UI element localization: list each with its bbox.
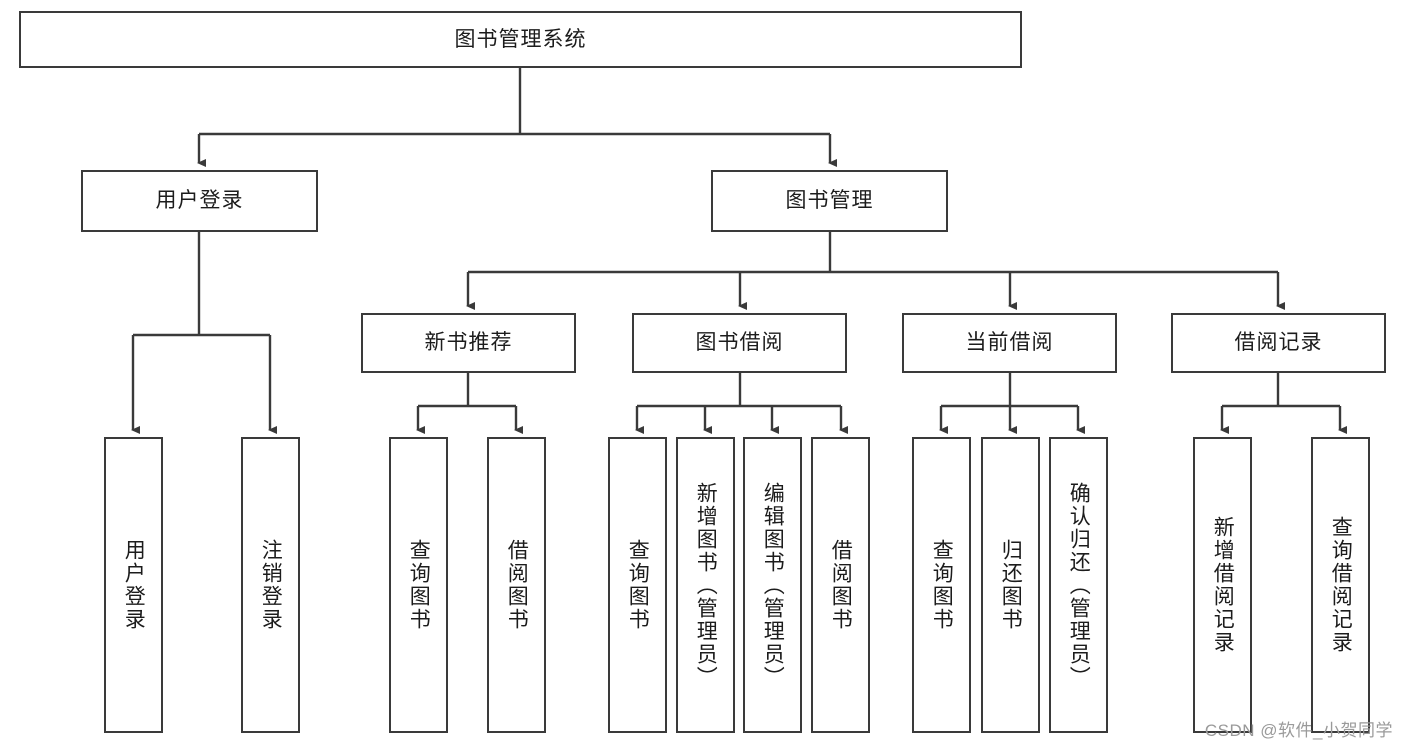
node-book-borrow-label: 图书借阅	[695, 331, 784, 355]
node-leaf-query-book-3[interactable]: 查询图书	[912, 437, 971, 733]
node-leaf-return-book[interactable]: 归还图书	[981, 437, 1040, 733]
node-leaf-query-record-label: 查询借阅记录	[1329, 516, 1353, 654]
node-leaf-add-record[interactable]: 新增借阅记录	[1193, 437, 1252, 733]
node-leaf-user-logout[interactable]: 注销登录	[241, 437, 300, 733]
node-leaf-add-record-label: 新增借阅记录	[1211, 516, 1235, 654]
node-leaf-borrow-book-1-label: 借阅图书	[505, 539, 529, 631]
node-book-manage[interactable]: 图书管理	[711, 170, 948, 232]
node-borrow-record-label: 借阅记录	[1234, 331, 1323, 355]
node-leaf-user-login[interactable]: 用户登录	[104, 437, 163, 733]
node-leaf-query-book-3-label: 查询图书	[930, 539, 954, 631]
node-leaf-confirm-return-label: 确认归还（管理员）	[1067, 481, 1091, 689]
node-leaf-query-book-1-label: 查询图书	[407, 539, 431, 631]
node-leaf-add-book-label: 新增图书（管理员）	[694, 481, 718, 689]
node-leaf-return-book-label: 归还图书	[999, 539, 1023, 631]
node-root-label: 图书管理系统	[454, 27, 587, 51]
node-leaf-edit-book-label: 编辑图书（管理员）	[761, 481, 785, 689]
node-leaf-query-book-2-label: 查询图书	[626, 539, 650, 631]
node-user-login[interactable]: 用户登录	[81, 170, 318, 232]
node-leaf-query-book-2[interactable]: 查询图书	[608, 437, 667, 733]
watermark: CSDN @软件_小贺同学	[1204, 721, 1393, 740]
node-leaf-borrow-book-1[interactable]: 借阅图书	[487, 437, 546, 733]
node-leaf-borrow-book-2-label: 借阅图书	[829, 539, 853, 631]
node-leaf-query-record[interactable]: 查询借阅记录	[1311, 437, 1370, 733]
node-leaf-user-login-label: 用户登录	[122, 539, 146, 631]
node-current-borrow-label: 当前借阅	[965, 331, 1054, 355]
node-leaf-borrow-book-2[interactable]: 借阅图书	[811, 437, 870, 733]
node-root[interactable]: 图书管理系统	[19, 11, 1022, 68]
node-book-manage-label: 图书管理	[785, 189, 874, 213]
node-leaf-confirm-return[interactable]: 确认归还（管理员）	[1049, 437, 1108, 733]
node-leaf-add-book[interactable]: 新增图书（管理员）	[676, 437, 735, 733]
node-new-book-rec-label: 新书推荐	[424, 331, 513, 355]
node-leaf-edit-book[interactable]: 编辑图书（管理员）	[743, 437, 802, 733]
node-book-borrow[interactable]: 图书借阅	[632, 313, 847, 373]
node-current-borrow[interactable]: 当前借阅	[902, 313, 1117, 373]
node-new-book-rec[interactable]: 新书推荐	[361, 313, 576, 373]
node-leaf-user-logout-label: 注销登录	[259, 539, 283, 631]
node-borrow-record[interactable]: 借阅记录	[1171, 313, 1386, 373]
node-leaf-query-book-1[interactable]: 查询图书	[389, 437, 448, 733]
node-user-login-label: 用户登录	[155, 189, 244, 213]
